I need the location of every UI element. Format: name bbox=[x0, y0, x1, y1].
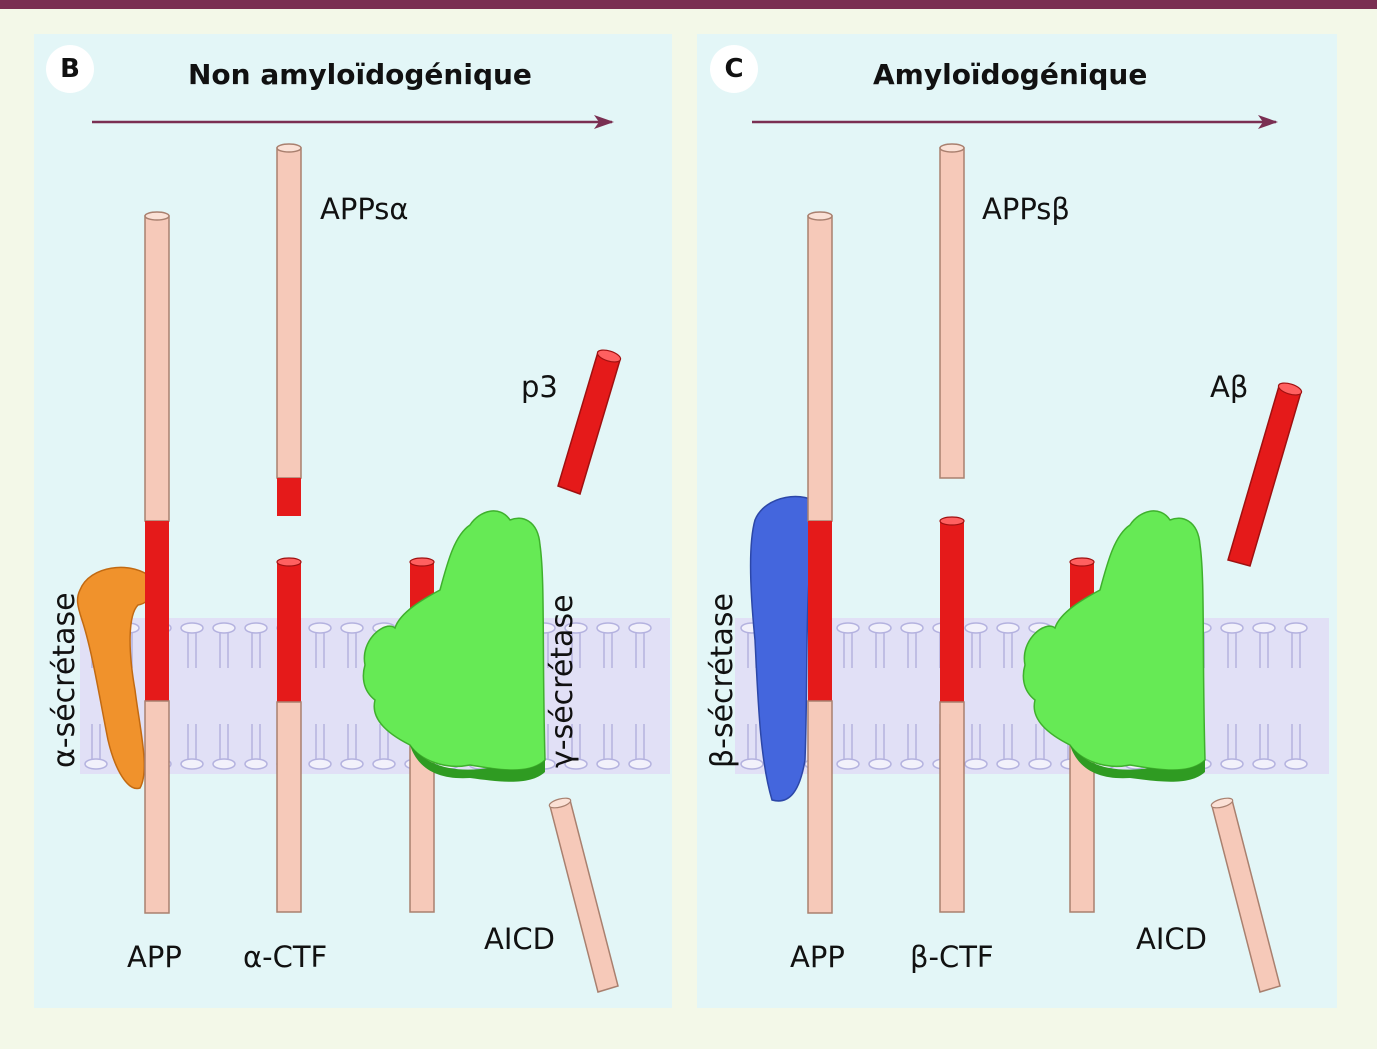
membrane-c-lipid-head bbox=[964, 758, 988, 770]
panel-b-title: Non amyloïdogénique bbox=[188, 58, 532, 91]
gamma-secretase-shadow-b bbox=[410, 745, 545, 782]
label-abeta: Aβ bbox=[1210, 370, 1249, 404]
membrane-b-lipid-head bbox=[244, 758, 268, 770]
membrane-b-lipid-head bbox=[628, 758, 652, 770]
membrane-b-lipid-head bbox=[308, 758, 332, 770]
membrane-c-lipid-head bbox=[836, 758, 860, 770]
app-rod-b bbox=[144, 211, 170, 914]
label-alpha-secretase: α-sécrétase bbox=[47, 592, 82, 768]
label-appsalpha: APPsα bbox=[320, 192, 409, 226]
label-app-c: APP bbox=[790, 940, 845, 974]
membrane-b-lipid-head bbox=[564, 622, 588, 634]
membrane-c-lipid-head bbox=[900, 622, 924, 634]
panel-c-badge: C bbox=[710, 45, 758, 93]
membrane-b-lipid-head bbox=[340, 758, 364, 770]
membrane-b-lipid-head bbox=[564, 758, 588, 770]
membrane-c-lipid-head bbox=[1284, 758, 1308, 770]
aicd-fragment-b bbox=[548, 797, 619, 993]
membrane-c-lipid-head bbox=[996, 758, 1020, 770]
membrane-c-lipid-head bbox=[900, 758, 924, 770]
membrane-c-lipid-head bbox=[868, 622, 892, 634]
label-p3: p3 bbox=[521, 370, 558, 404]
membrane-b-lipid-head bbox=[180, 758, 204, 770]
membrane-b-lipid-head bbox=[596, 758, 620, 770]
label-aicd-c: AICD bbox=[1136, 922, 1207, 956]
membrane-c-lipid-head bbox=[1284, 622, 1308, 634]
panel-c-title: Amyloïdogénique bbox=[873, 58, 1148, 91]
membrane-c-lipid-head bbox=[868, 758, 892, 770]
membrane-c-lipid-head bbox=[964, 622, 988, 634]
p3-peptide bbox=[557, 349, 622, 495]
membrane-c-lipid-head bbox=[1028, 758, 1052, 770]
membrane-c-lipid-head bbox=[1252, 758, 1276, 770]
membrane-b-lipid-head bbox=[308, 622, 332, 634]
membrane-c-lipid-head bbox=[1220, 758, 1244, 770]
label-appsbeta: APPsβ bbox=[982, 192, 1070, 226]
gamma-secretase-enzyme-c bbox=[1022, 510, 1206, 771]
membrane-c-lipid-head bbox=[1252, 622, 1276, 634]
alpha-ctf-rod bbox=[276, 557, 302, 913]
membrane-c-lipid-head bbox=[836, 622, 860, 634]
gamma-secretase-shadow-c bbox=[1070, 745, 1205, 782]
abeta-peptide bbox=[1227, 382, 1303, 567]
membrane-c-lipid-head bbox=[1220, 622, 1244, 634]
beta-ctf-rod bbox=[939, 516, 965, 913]
membrane-b-lipid-head bbox=[628, 622, 652, 634]
membrane-b-lipid-head bbox=[340, 622, 364, 634]
label-aicd-b: AICD bbox=[484, 922, 555, 956]
top-frame-bar bbox=[0, 0, 1377, 9]
label-alpha-ctf: α-CTF bbox=[243, 940, 328, 974]
membrane-b-lipid-head bbox=[372, 758, 396, 770]
membrane-b-lipid-head bbox=[212, 758, 236, 770]
membrane-b-lipid-head bbox=[212, 622, 236, 634]
label-beta-secretase: β-sécrétase bbox=[705, 593, 740, 768]
label-app-b: APP bbox=[127, 940, 182, 974]
membrane-b-lipid-head bbox=[596, 622, 620, 634]
label-gamma-secretase: γ-sécrétase bbox=[545, 594, 580, 768]
membrane-b-lipid-head bbox=[180, 622, 204, 634]
membrane-b-lipid-head bbox=[244, 622, 268, 634]
appsalpha-fragment bbox=[276, 143, 302, 516]
membrane-b-lipid-head bbox=[84, 758, 108, 770]
aicd-fragment-c bbox=[1210, 797, 1281, 993]
label-beta-ctf: β-CTF bbox=[910, 940, 994, 974]
membrane-c-lipid-head bbox=[740, 758, 764, 770]
membrane-c-lipid-head bbox=[996, 622, 1020, 634]
appsbeta-fragment bbox=[939, 143, 965, 479]
gamma-secretase-enzyme-b bbox=[362, 510, 546, 771]
panel-b-badge: B bbox=[46, 45, 94, 93]
app-rod-c bbox=[807, 211, 833, 914]
